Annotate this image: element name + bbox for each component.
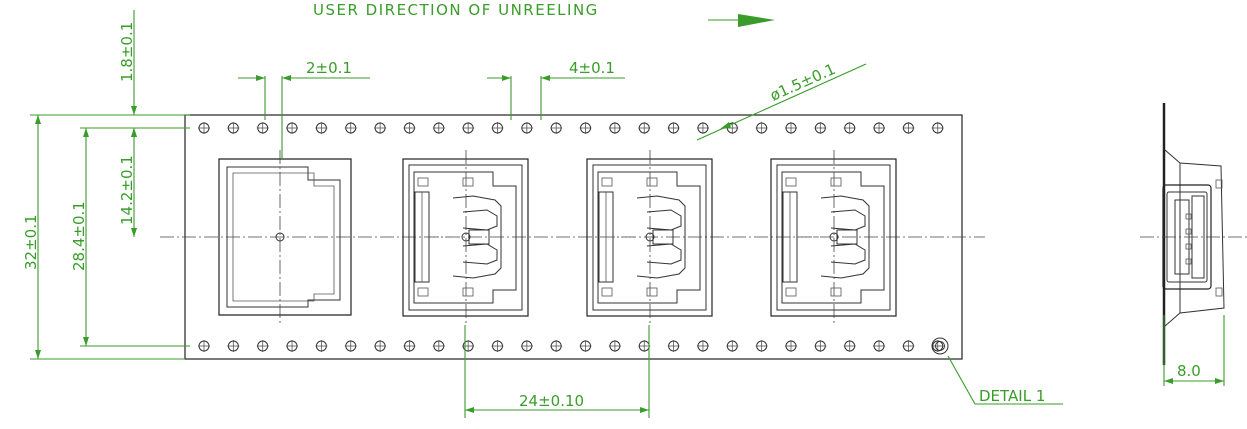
dim-hole-diameter: ø1.5±0.1 <box>696 60 867 141</box>
sprocket-hole <box>374 340 387 352</box>
sprocket-hole <box>491 122 504 134</box>
sprocket-hole <box>696 122 709 134</box>
sprocket-hole <box>286 122 299 134</box>
sprocket-hole <box>696 340 709 352</box>
sprocket-hole <box>520 340 533 352</box>
sprocket-hole <box>198 122 210 134</box>
sprocket-hole <box>374 122 387 134</box>
sprocket-hole <box>198 340 210 352</box>
sprocket-hole <box>403 340 416 352</box>
detail-1-circle <box>931 337 949 355</box>
sprocket-holes-bottom-row <box>198 340 944 352</box>
sprocket-hole <box>667 122 680 134</box>
dim-center-label: 14.2±0.1 <box>118 155 136 225</box>
sprocket-hole <box>873 340 886 352</box>
sprocket-hole <box>755 122 768 134</box>
filled-pockets <box>402 150 897 325</box>
dim-top-edge-label: 1.8±0.1 <box>118 22 136 82</box>
sprocket-hole <box>256 122 269 134</box>
sprocket-hole <box>931 122 944 134</box>
dim-tape-width-label: 32±0.1 <box>22 214 40 270</box>
sprocket-hole <box>491 340 504 352</box>
sprocket-hole <box>227 122 240 134</box>
sprocket-hole <box>344 340 357 352</box>
dim-depth-label: 8.0 <box>1177 362 1201 380</box>
unreeling-direction: USER DIRECTION OF UNREELING <box>313 1 775 27</box>
detail-1-hole <box>935 341 945 351</box>
sprocket-hole <box>814 122 827 134</box>
dim-pocket-pitch-label: 24±0.10 <box>519 392 584 410</box>
sprocket-hole <box>579 340 592 352</box>
sprocket-hole <box>462 340 475 352</box>
sprocket-hole <box>227 340 240 352</box>
sprocket-hole <box>873 122 886 134</box>
empty-pocket <box>218 150 352 325</box>
sprocket-hole <box>843 122 856 134</box>
sprocket-hole <box>785 122 797 134</box>
sprocket-hole <box>608 122 621 134</box>
sprocket-hole <box>256 340 269 352</box>
dim-tape-width: 32±0.1 <box>22 114 185 360</box>
sprocket-hole <box>550 122 563 134</box>
filled-pocket <box>402 150 529 325</box>
empty-pocket-wall <box>232 172 335 302</box>
sprocket-hole <box>315 340 328 352</box>
sprocket-hole <box>286 340 299 352</box>
direction-label: USER DIRECTION OF UNREELING <box>313 1 599 19</box>
side-view-pocket <box>1164 149 1225 327</box>
sprocket-hole <box>667 340 680 352</box>
detail-1: DETAIL 1 <box>931 337 1063 405</box>
sprocket-hole <box>608 340 621 352</box>
sprocket-hole <box>520 122 533 134</box>
sprocket-hole <box>315 122 328 134</box>
sprocket-hole <box>785 340 797 352</box>
dim-hole-pitch: 4±0.1 <box>487 59 625 120</box>
sprocket-hole <box>726 340 739 352</box>
filled-pocket <box>586 150 713 325</box>
sprocket-hole <box>902 122 915 134</box>
dim-hole-diameter-label: ø1.5±0.1 <box>767 60 838 105</box>
dim-hole-rows: 28.4±0.1 <box>70 127 190 347</box>
detail-1-label: DETAIL 1 <box>979 387 1045 405</box>
sprocket-hole <box>902 340 915 352</box>
dim-top-edge: 1.8±0.1 <box>100 10 190 137</box>
empty-pocket-inner <box>226 166 341 308</box>
dim-hole-pitch-label: 4±0.1 <box>569 59 615 77</box>
side-view: 8.0 <box>1140 103 1247 386</box>
dim-hole-width-label: 2±0.1 <box>306 59 352 77</box>
sprocket-hole <box>462 122 475 134</box>
sprocket-hole <box>432 122 445 134</box>
sprocket-hole <box>579 122 592 134</box>
sprocket-hole <box>638 122 651 134</box>
empty-pocket-outline <box>218 158 352 316</box>
dim-hole-rows-label: 28.4±0.1 <box>70 201 88 271</box>
sprocket-hole <box>843 340 856 352</box>
sprocket-hole <box>344 122 357 134</box>
detail-1-leader <box>947 355 976 405</box>
sprocket-hole <box>550 340 563 352</box>
filled-pocket <box>770 150 897 325</box>
sprocket-hole <box>814 340 827 352</box>
sprocket-hole <box>755 340 768 352</box>
dim-center: 14.2±0.1 <box>118 128 137 237</box>
sprocket-hole <box>403 122 416 134</box>
dim-pocket-pitch: 24±0.10 <box>464 325 650 418</box>
sprocket-holes-top-row <box>198 122 944 134</box>
dim-hole-width: 2±0.1 <box>238 59 370 160</box>
sprocket-hole <box>432 340 445 352</box>
direction-arrow-head <box>738 14 775 27</box>
